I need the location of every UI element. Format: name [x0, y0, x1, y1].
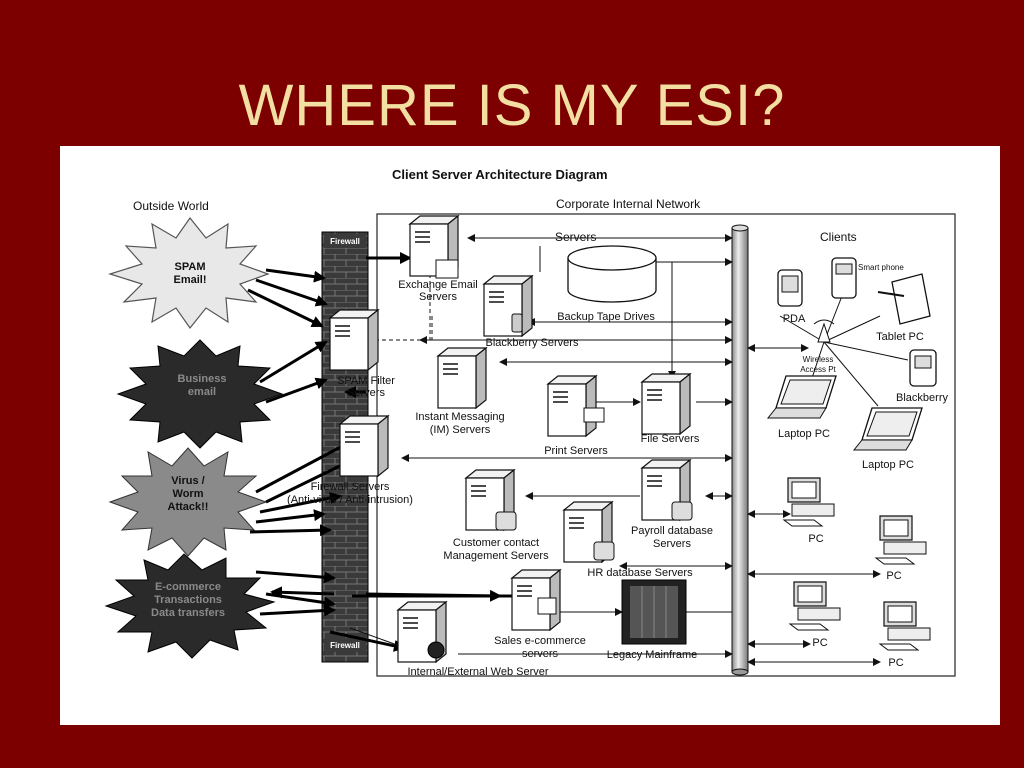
backup-tape-drives: Backup Tape Drives: [557, 245, 657, 323]
crm-server: Customer contact Management Servers: [443, 469, 549, 562]
legacy-mainframe: Legacy Mainframe: [607, 579, 698, 661]
firewall-server-line1: Firewall Servers: [311, 481, 390, 493]
crm-line2: Management Servers: [443, 550, 549, 562]
network-label: Corporate Internal Network: [556, 197, 701, 211]
firewall-server: Firewall Servers (Anti-virus / Anti-intr…: [287, 415, 413, 506]
smart-phone-device: Smart phone: [831, 257, 904, 299]
laptop-pc-1: Laptop PC: [767, 375, 837, 440]
tablet-label: Tablet PC: [876, 331, 924, 343]
laptop2-label: Laptop PC: [862, 459, 914, 471]
spam-line1: SPAM: [175, 261, 206, 273]
firewall-top-label: Firewall: [330, 237, 360, 246]
exchange-email-server: Exchange Email Servers: [398, 215, 478, 303]
web-server: Internal/External Web Server: [397, 601, 549, 678]
servers-label: Servers: [555, 230, 596, 244]
crm-line1: Customer contact: [453, 537, 539, 549]
clients-label: Clients: [820, 230, 857, 244]
inbound-arrows: [247, 268, 354, 617]
payroll-database-server: Payroll database Servers: [631, 459, 713, 550]
pda-device: PDA: [777, 269, 806, 325]
exchange-line1: Exchange Email: [398, 279, 478, 291]
ecommerce-line3: Data transfers: [151, 607, 225, 619]
threat-ecommerce: E-commerce Transactions Data transfers: [104, 553, 276, 659]
pc-1: PC: [783, 477, 835, 545]
tablet-pc-device: Tablet PC: [876, 273, 931, 343]
pc2-label: PC: [886, 570, 901, 582]
pc-3: PC: [789, 581, 841, 649]
wireless-line2: Access Pt: [800, 365, 836, 374]
virus-line1: Virus /: [171, 475, 204, 487]
outside-world-label: Outside World: [133, 199, 209, 213]
pc4-label: PC: [888, 657, 903, 669]
spam-filter-line2: Servers: [347, 387, 385, 399]
network-backbone: [731, 224, 749, 676]
spam-filter-server: SPAM Filter Servers: [329, 309, 395, 399]
pc3-label: PC: [812, 637, 827, 649]
legacy-label: Legacy Mainframe: [607, 649, 698, 661]
spam-filter-line1: SPAM Filter: [337, 375, 395, 387]
print-server: Print Servers: [544, 375, 608, 457]
sales-line2: servers: [522, 648, 559, 660]
virus-line2: Worm: [173, 488, 204, 500]
payroll-line1: Payroll database: [631, 525, 713, 537]
ecommerce-line1: E-commerce: [155, 581, 221, 593]
threat-business-email: Business email: [116, 339, 284, 449]
laptop-pc-2: Laptop PC: [853, 407, 923, 471]
exchange-line2: Servers: [419, 291, 457, 303]
pc-2: PC: [875, 515, 927, 582]
threat-virus-worm: Virus / Worm Attack!!: [108, 447, 268, 557]
wireless-line1: Wireless: [803, 355, 834, 364]
im-line2: (IM) Servers: [430, 424, 491, 436]
pc1-label: PC: [808, 533, 823, 545]
business-line1: Business: [178, 373, 227, 385]
firewall-server-line2: (Anti-virus / Anti-intrusion): [287, 494, 413, 506]
sales-ecommerce-server: Sales e-commerce servers: [494, 569, 586, 660]
virus-line3: Attack!!: [168, 501, 209, 513]
architecture-diagram: Client Server Architecture Diagram Outsi…: [104, 167, 956, 678]
im-line1: Instant Messaging: [415, 411, 504, 423]
diagram-title: Client Server Architecture Diagram: [392, 167, 608, 182]
sales-line1: Sales e-commerce: [494, 635, 586, 647]
web-server-label: Internal/External Web Server: [407, 666, 548, 678]
blackberry-server-label: Blackberry Servers: [486, 337, 579, 349]
backup-label: Backup Tape Drives: [557, 311, 655, 323]
smart-phone-label: Smart phone: [858, 263, 904, 272]
threat-spam-email: SPAM Email!: [107, 216, 270, 330]
blackberry-device: Blackberry: [896, 349, 948, 404]
pda-label: PDA: [783, 313, 806, 325]
payroll-line2: Servers: [653, 538, 691, 550]
firewall-bottom-label: Firewall: [330, 641, 360, 650]
print-server-label: Print Servers: [544, 445, 608, 457]
wireless-access-point: Wireless Access Pt: [800, 319, 837, 374]
hr-label: HR database Servers: [587, 567, 693, 579]
business-line2: email: [188, 386, 216, 398]
slide-title: WHERE IS MY ESI?: [238, 73, 786, 138]
laptop1-label: Laptop PC: [778, 428, 830, 440]
file-server: File Servers: [641, 373, 700, 445]
file-server-label: File Servers: [641, 433, 700, 445]
spam-line2: Email!: [173, 274, 206, 286]
blackberry-server: Blackberry Servers: [483, 275, 579, 349]
diagram-panel: Client Server Architecture Diagram Outsi…: [60, 146, 1000, 725]
hr-database-server: HR database Servers: [563, 501, 693, 579]
ecommerce-line2: Transactions: [154, 594, 222, 606]
pc-4: PC: [879, 601, 931, 669]
im-server: Instant Messaging (IM) Servers: [415, 347, 505, 436]
blackberry-client-label: Blackberry: [896, 392, 948, 404]
